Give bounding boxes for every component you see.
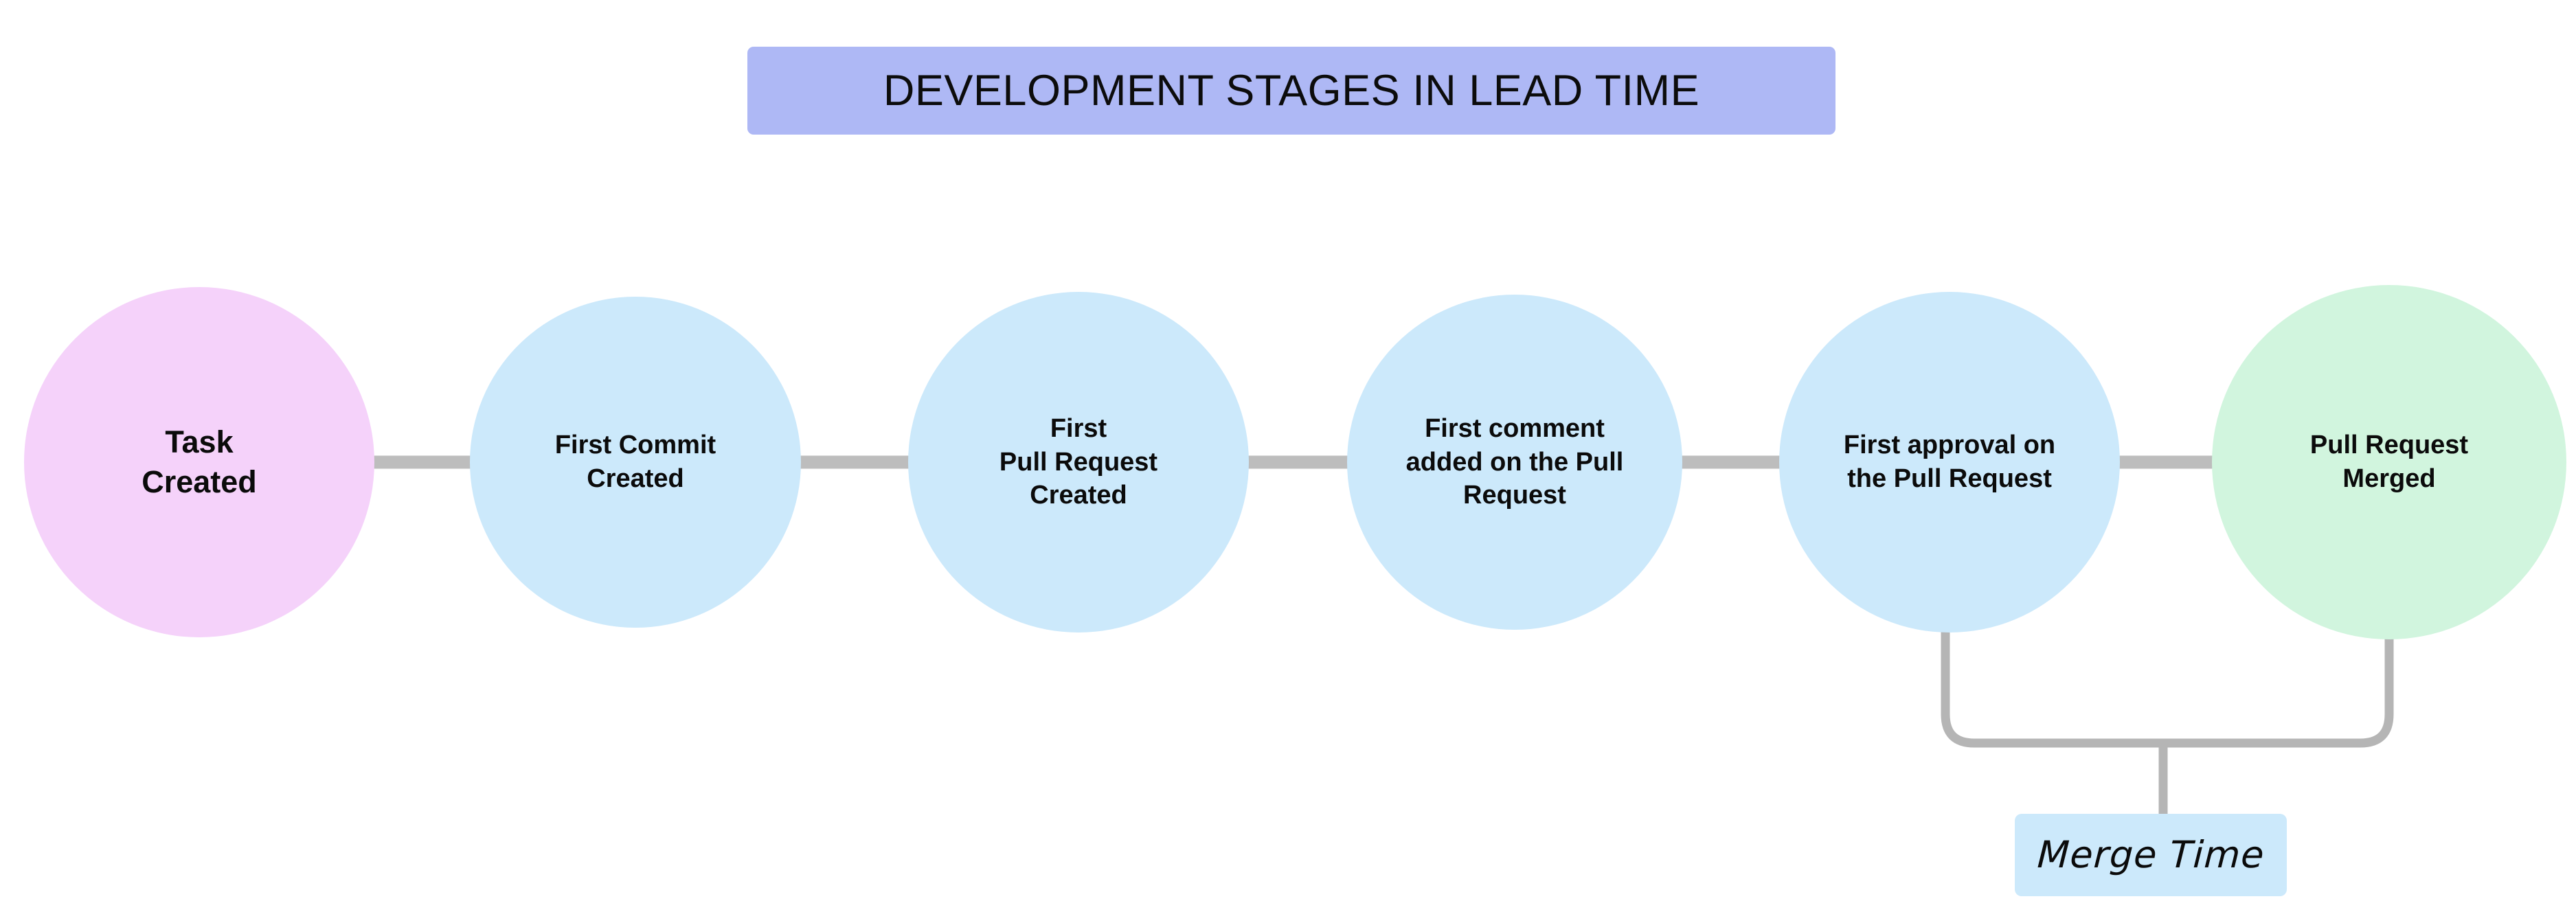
merge-time-chip[interactable]: Merge Time xyxy=(2015,814,2287,896)
stage-node-first-pull-request-created[interactable]: First Pull Request Created xyxy=(908,292,1249,633)
stage-node-first-comment-on-pull-request[interactable]: First comment added on the Pull Request xyxy=(1347,295,1682,630)
stage-connector xyxy=(371,455,474,469)
bracket-path xyxy=(1941,630,2394,748)
stage-node-label: First Pull Request Created xyxy=(999,414,1158,510)
stage-connector xyxy=(2116,455,2216,469)
stage-node-label: First Commit Created xyxy=(554,431,716,493)
merge-time-label: Merge Time xyxy=(2036,833,2266,876)
diagram-title-banner: DEVELOPMENT STAGES IN LEAD TIME xyxy=(747,47,1835,135)
stage-node-first-approval-on-pull-request[interactable]: First approval on the Pull Request xyxy=(1779,292,2120,633)
stage-connector xyxy=(1679,455,1782,469)
stage-node-label: First approval on the Pull Request xyxy=(1843,431,2056,493)
stage-node-pull-request-merged[interactable]: Pull Request Merged xyxy=(2212,285,2566,639)
stage-connector xyxy=(1245,455,1348,469)
stage-node-first-commit-created[interactable]: First Commit Created xyxy=(470,297,801,628)
stage-node-label: First comment added on the Pull Request xyxy=(1405,414,1624,510)
stage-node-label: Task Created xyxy=(142,424,257,499)
merge-time-bracket xyxy=(1941,630,2394,814)
page-title: DEVELOPMENT STAGES IN LEAD TIME xyxy=(883,66,1700,115)
stage-node-label: Pull Request Merged xyxy=(2309,431,2469,493)
stage-connector xyxy=(797,455,910,469)
stage-node-task-created[interactable]: Task Created xyxy=(24,287,374,637)
